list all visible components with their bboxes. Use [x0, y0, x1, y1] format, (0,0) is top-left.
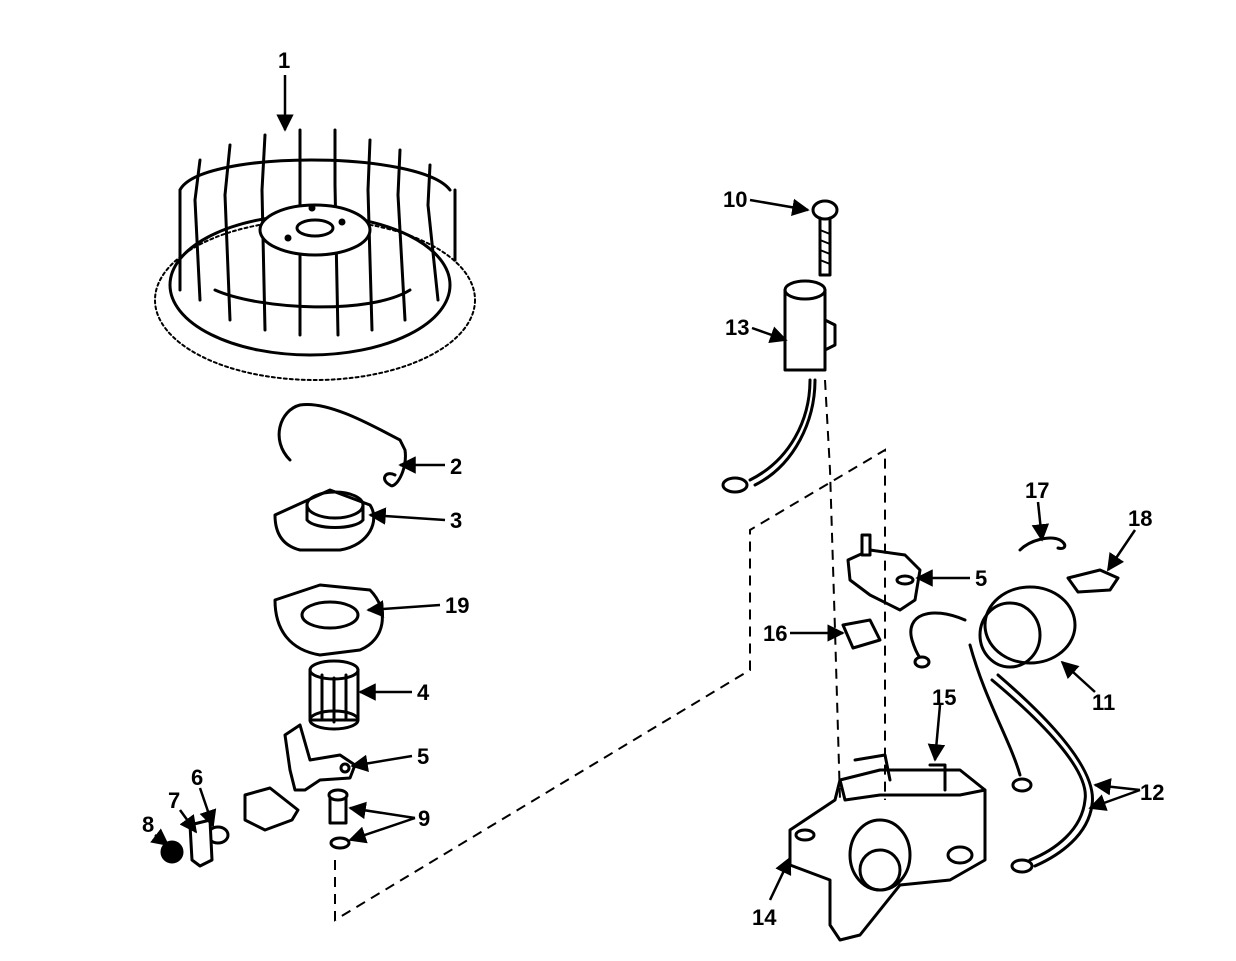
condenser-part: [721, 279, 837, 494]
callout-16: 16: [763, 621, 787, 646]
bearing-part: [308, 659, 360, 731]
callout-3: 3: [450, 508, 462, 533]
screw-part: [811, 199, 839, 277]
callout-8: 8: [142, 812, 154, 837]
callout-1: 1: [278, 48, 290, 73]
leader-lines: [150, 75, 1141, 901]
callout-5-left: 5: [417, 744, 429, 769]
callout-10: 10: [723, 187, 747, 212]
callout-6: 6: [191, 765, 203, 790]
flange-bushing-part: [273, 488, 376, 552]
callout-19: 19: [445, 593, 469, 618]
callout-14: 14: [752, 905, 777, 930]
callout-labels: 1 2 3 19 4 5 6 7 8 9 10 13 5 16 17 18 11…: [142, 48, 1164, 930]
arm-bracket-part: [243, 723, 357, 832]
clip-and-tab-parts: [1018, 536, 1120, 594]
callout-9: 9: [418, 806, 430, 831]
spring-clip-part: [277, 402, 407, 488]
armature-housing-part: [788, 753, 987, 942]
gasket-plate-part: [273, 583, 384, 657]
callout-12: 12: [1140, 780, 1164, 805]
callout-2: 2: [450, 454, 462, 479]
callout-15: 15: [932, 685, 956, 710]
assembly-dashed-lines: [334, 379, 886, 922]
callout-13: 13: [725, 315, 749, 340]
felt-part: [841, 618, 882, 650]
callout-18: 18: [1128, 506, 1152, 531]
ignition-coil-part: [909, 585, 1094, 874]
callout-11: 11: [1092, 690, 1115, 715]
callout-17: 17: [1025, 478, 1049, 503]
callout-5-right: 5: [975, 566, 987, 591]
callout-4: 4: [417, 680, 430, 705]
callout-7: 7: [168, 788, 180, 813]
flywheel-part: [154, 128, 476, 381]
